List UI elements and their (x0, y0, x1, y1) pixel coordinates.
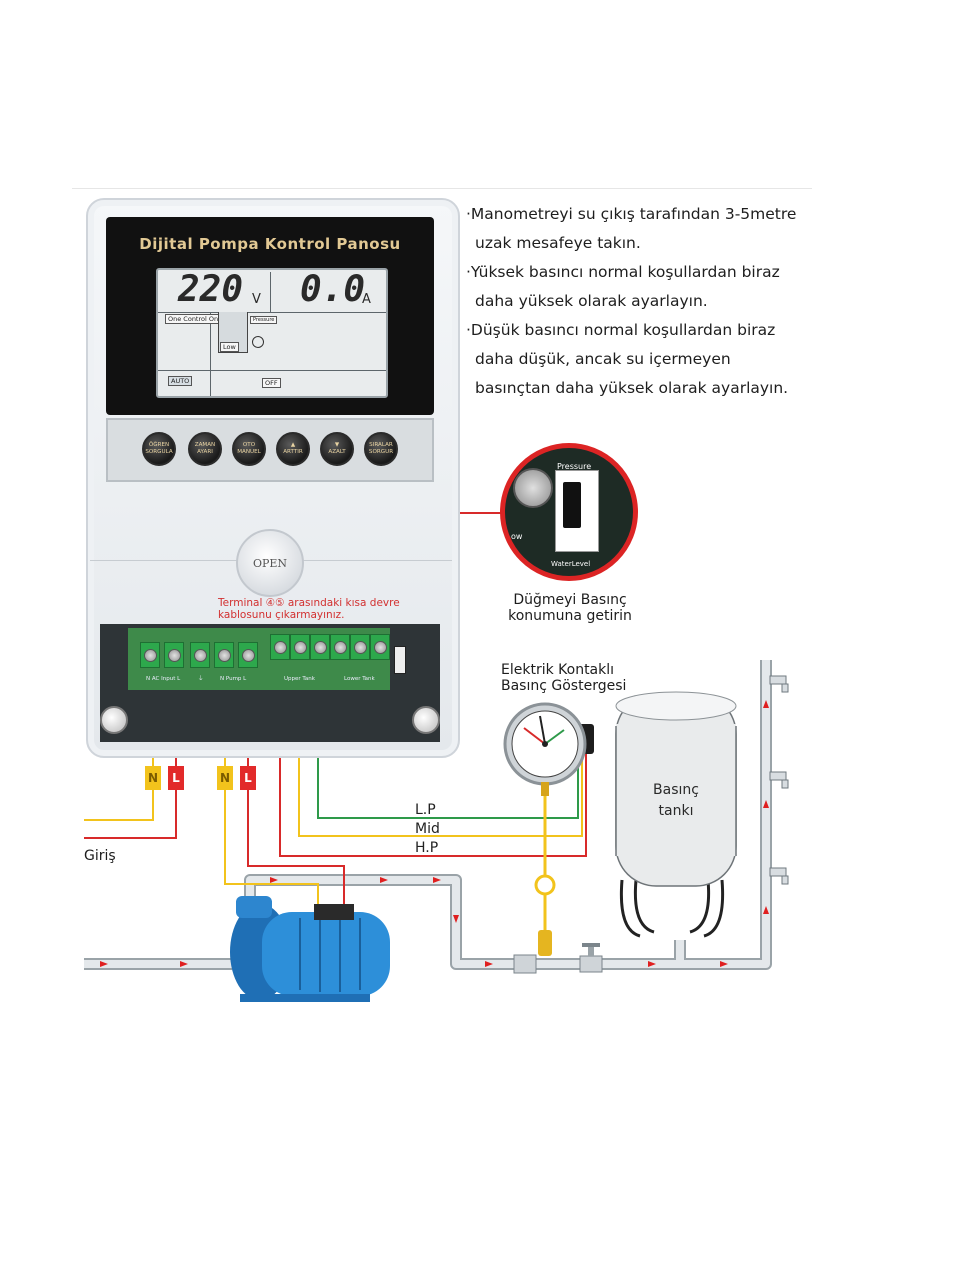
instruction-line: ·Manometreyi su çıkış tarafından 3-5metr… (466, 205, 797, 223)
live-tag: L (240, 766, 256, 790)
pcb-label: N AC Input L (146, 676, 181, 682)
terminal-block (140, 642, 160, 668)
gauge-label: Elektrik Kontaklı Basınç Göstergesi (501, 662, 627, 694)
voltage-readout: 220 (178, 269, 244, 310)
level-label: Low (220, 342, 239, 352)
increase-button[interactable]: ▲ARTTIR (276, 432, 310, 466)
terminal-block (238, 642, 258, 668)
mode-label: One Control One (165, 314, 226, 324)
pipe-union (513, 954, 537, 974)
flow-arrows (100, 700, 769, 967)
voltage-unit: V (252, 292, 261, 307)
water-pump-icon (230, 896, 390, 1002)
mode-switch[interactable] (394, 646, 406, 674)
mid-wire-label: Mid (415, 821, 440, 837)
mounting-bolt (100, 706, 128, 734)
terminal-block (290, 634, 310, 660)
installation-instructions: ·Manometreyi su çıkış tarafından 3-5metr… (466, 200, 806, 403)
neutral-tag: N (217, 766, 233, 790)
pressure-position-label: Pressure (557, 462, 592, 471)
pcb-label: N Pump L (220, 676, 247, 682)
instruction-line: daha yüksek olarak ayarlayın. (475, 292, 708, 310)
terminal-screw (513, 468, 553, 508)
top-divider (72, 188, 812, 189)
instruction-line: daha düşük, ancak su içermeyen (475, 350, 731, 368)
lcd-display: 220 V 0.0 A One Control One Low Pressure… (156, 268, 388, 398)
pcb-label: Lower Tank (344, 676, 375, 682)
panel-title: Dijital Pompa Kontrol Panosu (139, 235, 401, 253)
current-unit: A (362, 292, 371, 307)
selector-switch[interactable] (563, 482, 581, 528)
terminal-block (370, 634, 390, 660)
lp-wire-label: L.P (415, 802, 436, 818)
off-label: OFF (262, 378, 281, 388)
waterlevel-position-label: WaterLevel (551, 560, 591, 568)
terminal-block (190, 642, 210, 668)
instruction-line: uzak mesafeye takın. (475, 234, 641, 252)
terminal-block (164, 642, 184, 668)
instruction-line: basınçtan daha yüksek olarak ayarlayın. (475, 379, 789, 397)
pcb-label: Upper Tank (284, 676, 315, 682)
terminal-block (350, 634, 370, 660)
auto-label: AUTO (168, 376, 193, 386)
pressure-gauge-icon (503, 702, 594, 796)
terminal-block (330, 634, 350, 660)
gauge-fitting (538, 930, 552, 956)
gauge-icon (252, 336, 264, 348)
terminal-block (214, 642, 234, 668)
pressure-tank (615, 691, 737, 938)
mounting-bolt (412, 706, 440, 734)
terminal-warning: Terminal ④⑤ arasındaki kısa devre kablos… (218, 597, 400, 621)
faucet-icon (769, 675, 789, 885)
switch-caption: Düğmeyi Basınç konumuna getirin (508, 592, 632, 624)
pcb-label: ⏚ (198, 676, 204, 682)
instruction-line: ·Düşük basıncı normal koşullardan biraz (466, 321, 776, 339)
neutral-tag: N (145, 766, 161, 790)
input-label: Giriş (84, 848, 116, 864)
open-button[interactable]: OPEN (236, 529, 304, 597)
instruction-line: ·Yüksek basıncı normal koşullardan biraz (466, 263, 780, 281)
live-tag: L (168, 766, 184, 790)
terminal-block (270, 634, 290, 660)
hp-wire-label: H.P (415, 840, 439, 856)
pipe-valve (579, 943, 603, 973)
tank-label: Basınç tankı (653, 782, 699, 819)
wire-loop (534, 874, 556, 896)
pressure-tag: Pressure (250, 316, 278, 324)
decrease-button[interactable]: ▼AZALT (320, 432, 354, 466)
current-readout: 0.0 (300, 269, 366, 310)
terminal-block (310, 634, 330, 660)
switch-zoom-callout: Pressure WaterLevel ow (500, 443, 638, 581)
side-label: ow (511, 532, 523, 541)
